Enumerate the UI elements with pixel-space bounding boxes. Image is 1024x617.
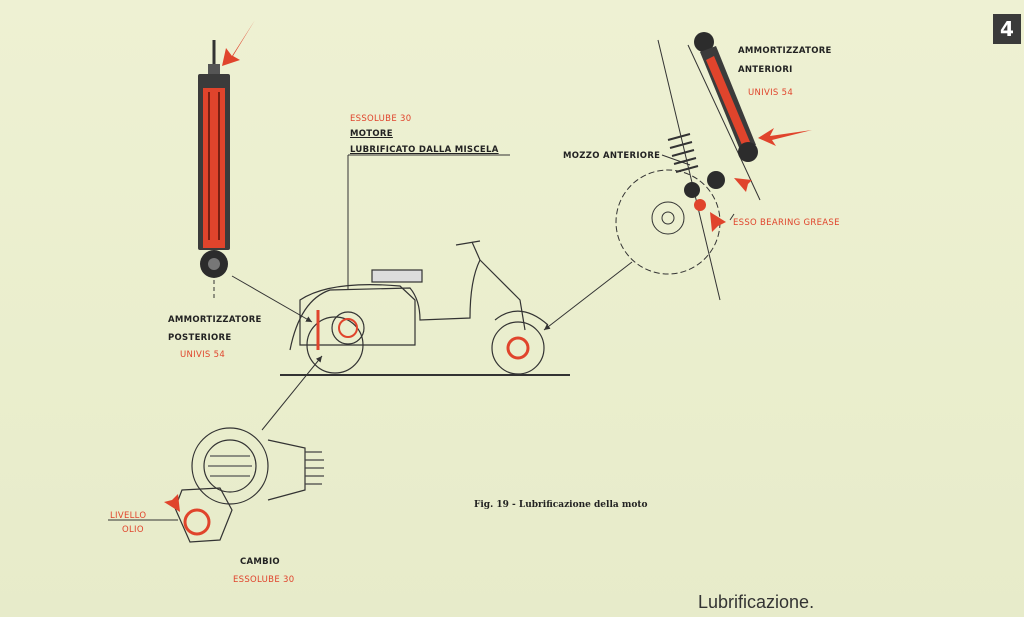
front-shock-label-2: ANTERIORI bbox=[738, 65, 793, 75]
engine-label: MOTORE bbox=[350, 129, 393, 139]
hub-arrow-1 bbox=[734, 178, 778, 200]
section-title: Lubrificazione. bbox=[698, 592, 815, 612]
front-suspension bbox=[615, 32, 761, 301]
rear-shock-absorber bbox=[198, 40, 230, 300]
bearing-grease-label: ESSO BEARING GREASE bbox=[733, 218, 840, 228]
gearbox-label: CAMBIO bbox=[240, 557, 280, 567]
gearbox-arrow bbox=[142, 470, 180, 512]
page-number: 4 bbox=[993, 14, 1021, 44]
rear-shock-oil-label: UNIVIS 54 bbox=[180, 350, 226, 360]
leader-lines bbox=[108, 154, 735, 521]
front-shock-oil-label: UNIVIS 54 bbox=[748, 88, 794, 98]
oil-level-label-2: OLIO bbox=[122, 525, 144, 535]
engine-oil-label: ESSOLUBE 30 bbox=[350, 114, 412, 124]
oil-level-label-1: LIVELLO bbox=[110, 511, 147, 521]
hub-arrow-2 bbox=[710, 212, 738, 258]
engine-gearbox bbox=[174, 427, 324, 543]
rear-shock-arrow bbox=[222, 20, 255, 66]
rear-shock-label-2: POSTERIORE bbox=[168, 333, 232, 343]
scooter-drawing bbox=[280, 155, 570, 376]
front-hub-label: MOZZO ANTERIORE bbox=[563, 151, 661, 161]
front-shock-label-1: AMMORTIZZATORE bbox=[738, 46, 832, 56]
figure-caption: Fig. 19 - Lubrificazione della moto bbox=[474, 500, 648, 510]
rear-shock-label-1: AMMORTIZZATORE bbox=[168, 315, 262, 325]
gearbox-oil-label: ESSOLUBE 30 bbox=[233, 575, 295, 585]
engine-note-label: LUBRIFICATO DALLA MISCELA bbox=[350, 145, 499, 155]
front-shock-arrow bbox=[758, 128, 812, 146]
